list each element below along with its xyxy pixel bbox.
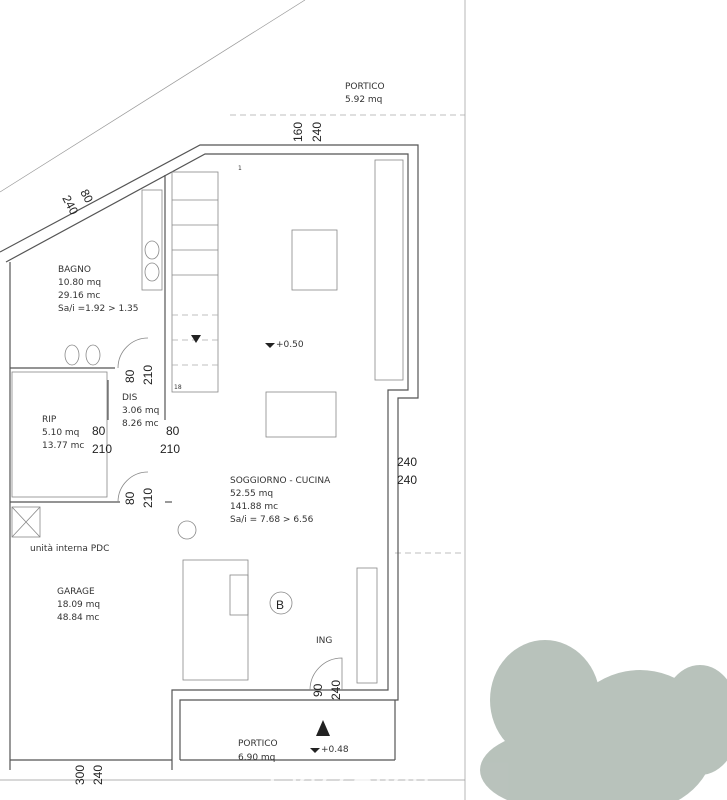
dim-entry-door-w: 90 — [311, 683, 325, 697]
furniture — [11, 159, 404, 691]
entrance-label: ING — [316, 636, 332, 646]
dim-rip-door-w: 80 — [92, 424, 106, 438]
dim-top-window-h: 240 — [310, 122, 324, 142]
staircase — [171, 171, 219, 393]
room-garage: GARAGE 18.09 mq 48.84 mc — [57, 587, 100, 623]
dim-right-window-h: 240 — [397, 473, 417, 487]
svg-text:6.90 mq: 6.90 mq — [238, 753, 275, 763]
room-portico-bottom: PORTICO 6.90 mq — [238, 739, 278, 763]
site-boundary — [0, 0, 466, 800]
room-soggiorno-cucina: SOGGIORNO - CUCINA 52.55 mq 141.88 mc Sa… — [230, 476, 331, 525]
kitchen-counter — [374, 159, 404, 381]
svg-text:BAGNO: BAGNO — [58, 265, 91, 275]
dim-garage-gate-h: 240 — [91, 765, 105, 785]
svg-text:52.55 mq: 52.55 mq — [230, 489, 273, 499]
toilet — [64, 344, 80, 366]
stair-arrow-icon — [191, 335, 201, 343]
dim-diag-window-h: 240 — [59, 193, 81, 218]
room-portico-top: PORTICO 5.92 mq — [345, 82, 385, 105]
watermark: PiazzAffari — [268, 758, 430, 796]
tree-foliage — [480, 640, 727, 800]
level-porch: +0.48 — [321, 745, 349, 755]
room-rip: RIP 5.10 mq 13.77 mc — [42, 415, 84, 451]
dim-bagno-door-h: 210 — [141, 365, 155, 385]
svg-text:PORTICO: PORTICO — [345, 82, 385, 92]
svg-text:Sa/i = 7.68 > 6.56: Sa/i = 7.68 > 6.56 — [230, 515, 314, 525]
dining-table — [265, 391, 337, 438]
svg-text:3.06 mq: 3.06 mq — [122, 406, 159, 416]
svg-text:5.92 mq: 5.92 mq — [345, 95, 382, 105]
pdc-label: unità interna PDC — [30, 544, 109, 554]
cabinet — [356, 567, 378, 684]
walls — [0, 144, 419, 770]
svg-text:RIP: RIP — [42, 415, 57, 425]
kitchen-island — [291, 229, 338, 291]
svg-text:29.16 mc: 29.16 mc — [58, 291, 100, 301]
stair-step-count: 18 — [174, 384, 182, 391]
storage-shelves — [11, 371, 108, 498]
dim-dis-door-w: 80 — [166, 424, 180, 438]
dim-top-window-w: 160 — [291, 122, 305, 142]
dim-garage-door-w: 80 — [123, 491, 137, 505]
sofa — [182, 559, 249, 681]
level-marker-icon — [265, 343, 275, 348]
vanity — [141, 189, 163, 291]
dim-garage-door-h: 210 — [141, 488, 155, 508]
svg-text:10.80 mq: 10.80 mq — [58, 278, 101, 288]
dim-right-window-w: 240 — [397, 455, 417, 469]
svg-text:DIS: DIS — [122, 393, 138, 403]
pdc-unit — [11, 506, 41, 538]
dim-entry-door-h: 240 — [329, 680, 343, 700]
svg-text:18.09 mq: 18.09 mq — [57, 600, 100, 610]
svg-text:13.77 mc: 13.77 mc — [42, 441, 84, 451]
tv-table — [229, 574, 249, 616]
bidet — [85, 344, 101, 366]
svg-text:8.26 mc: 8.26 mc — [122, 419, 159, 429]
level-living: +0.50 — [276, 340, 304, 350]
unit-marker: B — [276, 598, 284, 612]
dim-dis-door-h: 210 — [160, 442, 180, 456]
svg-text:5.10 mq: 5.10 mq — [42, 428, 79, 438]
dim-diag-window-w: 80 — [77, 187, 96, 206]
stair-first-step: 1 — [238, 165, 242, 172]
level-marker-icon — [310, 748, 320, 753]
dim-bagno-door-w: 80 — [123, 369, 137, 383]
dim-rip-door-h: 210 — [92, 442, 112, 456]
dim-garage-gate-w: 300 — [73, 765, 87, 785]
entry-arrow-icon — [316, 720, 330, 736]
svg-text:GARAGE: GARAGE — [57, 587, 95, 597]
plant — [177, 520, 197, 540]
room-bagno: BAGNO 10.80 mq 29.16 mc Sa/i =1.92 > 1.3… — [58, 265, 139, 314]
svg-text:PORTICO: PORTICO — [238, 739, 278, 749]
svg-text:141.88 mc: 141.88 mc — [230, 502, 278, 512]
svg-text:SOGGIORNO - CUCINA: SOGGIORNO - CUCINA — [230, 476, 331, 486]
room-dis: DIS 3.06 mq 8.26 mc — [122, 393, 159, 429]
svg-text:Sa/i =1.92 > 1.35: Sa/i =1.92 > 1.35 — [58, 304, 139, 314]
unit-marker-circle — [269, 591, 293, 615]
svg-text:48.84 mc: 48.84 mc — [57, 613, 99, 623]
